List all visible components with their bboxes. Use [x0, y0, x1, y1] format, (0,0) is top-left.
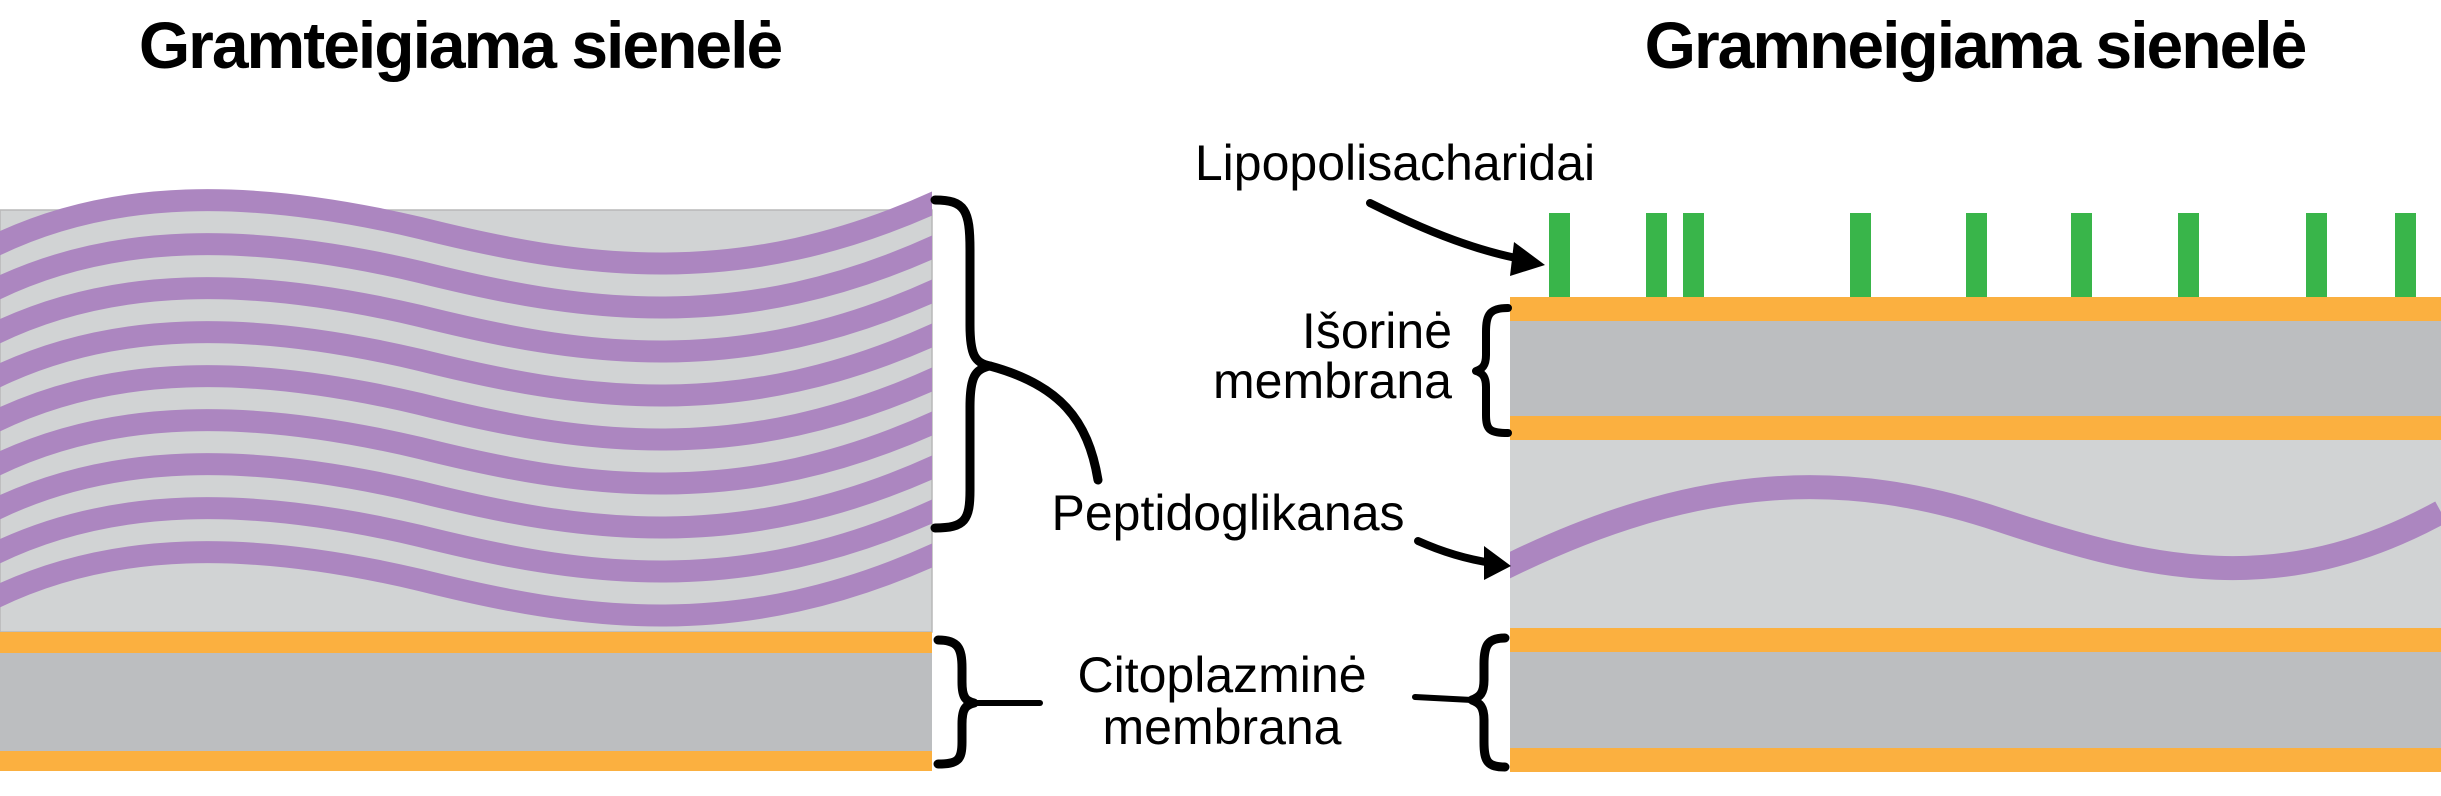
outer-membrane-core: [1510, 321, 2441, 416]
cytoplasmic-brace-right: [1467, 633, 1510, 772]
gram-positive-wall: [0, 189, 933, 771]
label-peptidoglycan: Peptidoglikanas: [1051, 485, 1404, 541]
outer-membrane-top-layer: [1510, 297, 2441, 321]
peptidoglycan-layer: [0, 453, 932, 539]
label-outer-membrane-line1: Išorinė: [1302, 303, 1452, 359]
peptidoglycan-layer: [0, 277, 932, 363]
outer-membrane-brace: [1472, 304, 1512, 437]
label-outer-membrane-line2: membrana: [1213, 353, 1452, 409]
peptidoglycan-layer: [0, 541, 932, 627]
peptidoglycan-layers: [0, 189, 932, 627]
cytoplasmic-membrane-top-layer: [1510, 628, 2441, 652]
title-gram-positive: Gramteigiama sienelė: [139, 8, 782, 82]
lps-arrow: [1366, 199, 1520, 262]
peptidoglycan-layer: [0, 233, 932, 319]
lps-strand: [1549, 213, 1570, 299]
peptidoglycan-arrowhead: [1484, 546, 1511, 580]
lps-strand: [2071, 213, 2092, 299]
lps-strand: [1966, 213, 1987, 299]
cytoplasmic-membrane-core: [1510, 652, 2441, 748]
cytoplasmic-membrane-bottom-layer: [0, 751, 932, 771]
label-cytoplasmic-membrane-line1: Citoplazminė: [1077, 647, 1366, 703]
outer-membrane-bottom-layer: [1510, 416, 2441, 440]
lps-strand: [2306, 213, 2327, 299]
lps-strand: [1850, 213, 1871, 299]
peptidoglycan-layer: [0, 409, 932, 495]
cytoplasmic-leader-right: [1412, 694, 1475, 703]
cytoplasmic-membrane-core: [0, 653, 932, 751]
peptidoglycan-layer: [1510, 475, 2441, 581]
cytoplasmic-membrane-top-layer: [0, 632, 932, 653]
lipopolysaccharides: [1549, 213, 2416, 299]
lps-strand: [1683, 213, 1704, 299]
lps-strand: [1646, 213, 1667, 299]
peptidoglycan-layer: [0, 365, 932, 451]
peptidoglycan-arrow: [1414, 537, 1496, 567]
peptidoglycan-layer: [0, 497, 932, 583]
peptidoglycan-layer: [0, 321, 932, 407]
lps-strand: [2395, 213, 2416, 299]
peptidoglycan-layer: [0, 189, 932, 275]
peptidoglycan-wave: [1510, 475, 2441, 581]
lps-arrowhead: [1510, 242, 1545, 276]
label-lipopolysaccharides: Lipopolisacharidai: [1195, 135, 1595, 191]
peptidoglycan-leader-left: [985, 361, 1103, 485]
label-cytoplasmic-membrane-line2: membrana: [1103, 699, 1342, 755]
periplasm-region: [1510, 440, 2441, 628]
peptidoglycan-brace-left: [930, 195, 995, 533]
title-gram-negative: Gramneigiama sienelė: [1645, 8, 2306, 82]
lps-strand: [2178, 213, 2199, 299]
cytoplasmic-membrane-bottom-layer: [1510, 748, 2441, 772]
cytoplasmic-brace-left: [933, 635, 979, 769]
gram-negative-wall: [1510, 213, 2441, 772]
